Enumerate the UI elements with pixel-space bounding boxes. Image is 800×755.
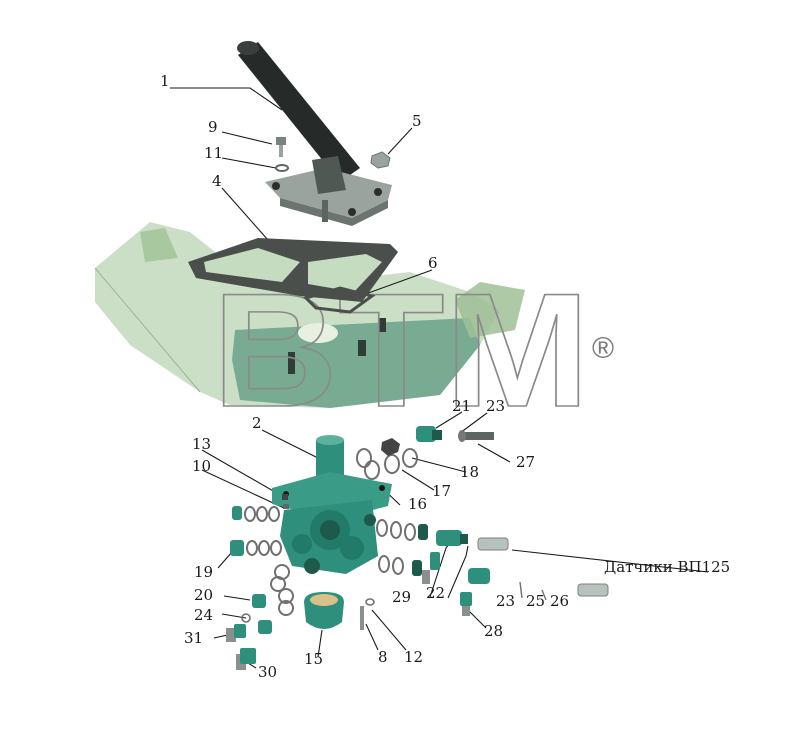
plug-19	[230, 540, 244, 556]
gasket-4	[188, 238, 398, 302]
fitting-28	[460, 592, 472, 616]
callout-19: 19	[194, 563, 213, 581]
fitting-20	[252, 594, 266, 608]
pedal-handle-assembly	[237, 41, 392, 226]
callout-23-top: 23	[486, 397, 505, 415]
sensor-label: Датчики ВП125	[604, 558, 730, 576]
callout-20: 20	[194, 586, 213, 604]
small-parts-25-26	[519, 581, 547, 601]
callout-1: 1	[160, 72, 170, 90]
callout-30: 30	[258, 663, 277, 681]
elbow-fitting-21	[416, 426, 442, 442]
callout-24: 24	[194, 606, 213, 624]
leader-lines	[170, 87, 709, 669]
callout-26: 26	[550, 592, 569, 610]
fitting-22	[436, 530, 490, 584]
callout-18: 18	[460, 463, 479, 481]
callout-2: 2	[252, 414, 262, 432]
callout-21: 21	[452, 397, 471, 415]
callout-8: 8	[378, 648, 388, 666]
callout-16: 16	[408, 495, 427, 513]
callout-numbers: 1 2 4 5 6 8 9 10 11 12 13 15 16 17 18 19…	[160, 72, 730, 681]
callout-31: 31	[184, 629, 203, 647]
callout-22: 22	[426, 584, 445, 602]
fitting-30	[236, 648, 256, 670]
gasket-6	[303, 286, 376, 314]
callout-23-bottom: 23	[496, 592, 515, 610]
callout-28: 28	[484, 622, 503, 640]
callout-15: 15	[304, 650, 323, 668]
callout-12: 12	[404, 648, 423, 666]
callout-25: 25	[526, 592, 545, 610]
ring-24	[241, 613, 251, 623]
callout-10: 10	[192, 457, 211, 475]
nut-5	[370, 151, 391, 169]
nut-18	[381, 438, 400, 456]
callout-13: 13	[192, 435, 211, 453]
callout-6: 6	[428, 254, 438, 272]
callout-5: 5	[412, 112, 422, 130]
bolt-9	[276, 137, 286, 157]
screw-13	[282, 494, 288, 500]
right-seal-stack	[376, 519, 428, 576]
bolt-27	[458, 430, 494, 442]
callout-17: 17	[432, 482, 451, 500]
brake-valve-body-2	[272, 435, 392, 574]
watermark-registered-mark: ®	[592, 332, 614, 365]
piston-15	[304, 592, 344, 629]
seal-rings-16-17-18	[356, 448, 418, 480]
fitting-31	[226, 624, 246, 642]
washer-10	[283, 504, 289, 509]
sensor-vp125-left	[477, 537, 509, 551]
fitting-20b	[258, 620, 272, 634]
sensor-vp125-right	[577, 583, 609, 597]
washer-11	[275, 164, 289, 172]
callout-9: 9	[208, 118, 218, 136]
washer-12	[365, 598, 375, 606]
bolt-8	[360, 606, 364, 630]
callout-27: 27	[516, 453, 535, 471]
callout-29: 29	[392, 588, 411, 606]
callout-11: 11	[204, 144, 223, 162]
fitting-29	[422, 552, 440, 584]
callout-4: 4	[212, 172, 222, 190]
